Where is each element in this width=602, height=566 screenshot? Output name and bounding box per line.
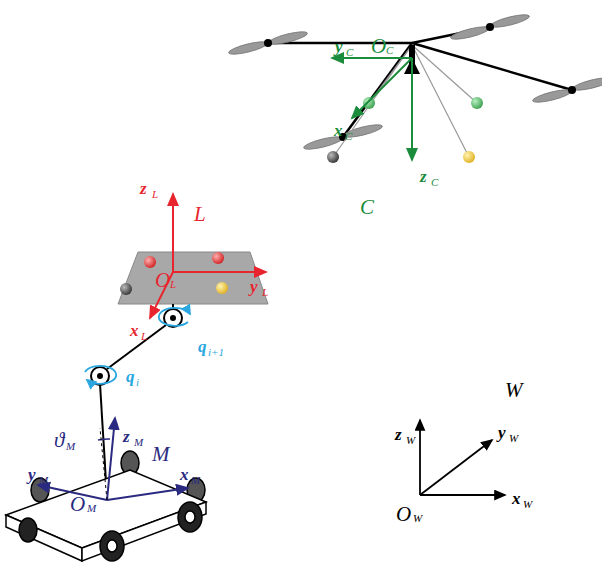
frame-name: O [396,504,411,525]
axis-label: z [123,428,130,445]
frame-name: W [505,380,523,401]
axis-label: z [420,168,427,185]
frame-name: M [152,444,170,465]
axis-label: z [140,180,147,197]
axis-label: q [126,368,135,385]
frame-subscript: W [509,433,518,444]
frame-subscript: M [134,437,143,448]
frame-subscript: W [406,435,415,446]
axis-label: x [180,466,189,483]
frame-subscript: C [345,131,352,142]
axis-label: y [498,424,506,441]
frame-name: O [155,270,170,291]
frame-subscript: i+1 [208,347,224,358]
frame-subscript: C [431,177,438,188]
axis-label: x [512,490,521,507]
frame-name: C [360,197,374,218]
frame-subscript: M [66,441,75,452]
frame-subscript: M [39,475,48,486]
frame-name: O [371,36,386,57]
frame-subscript: M [191,475,200,486]
frame-subscript: L [262,287,268,298]
frame-name: L [194,204,206,225]
axis-label: y [250,278,258,295]
frame-subscript: W [413,513,422,524]
axis-label: x [130,322,139,339]
axis-label: q [198,338,207,355]
axis-label: y [335,38,343,55]
frame-name: O [70,494,85,515]
axis-label: x [334,122,343,139]
axis-label: y [28,466,36,483]
frame-subscript: W [523,499,532,510]
frame-subscript: L [141,331,147,342]
frame-subscript: i [136,377,139,388]
frame-subscript: L [152,189,158,200]
frame-subscript: M [87,503,96,514]
frame-name: ϑ [54,430,64,451]
frame-subscript: L [170,279,176,290]
frame-subscript: C [346,47,353,58]
frame-subscript: C [386,45,393,56]
axis-label: z [395,426,402,443]
